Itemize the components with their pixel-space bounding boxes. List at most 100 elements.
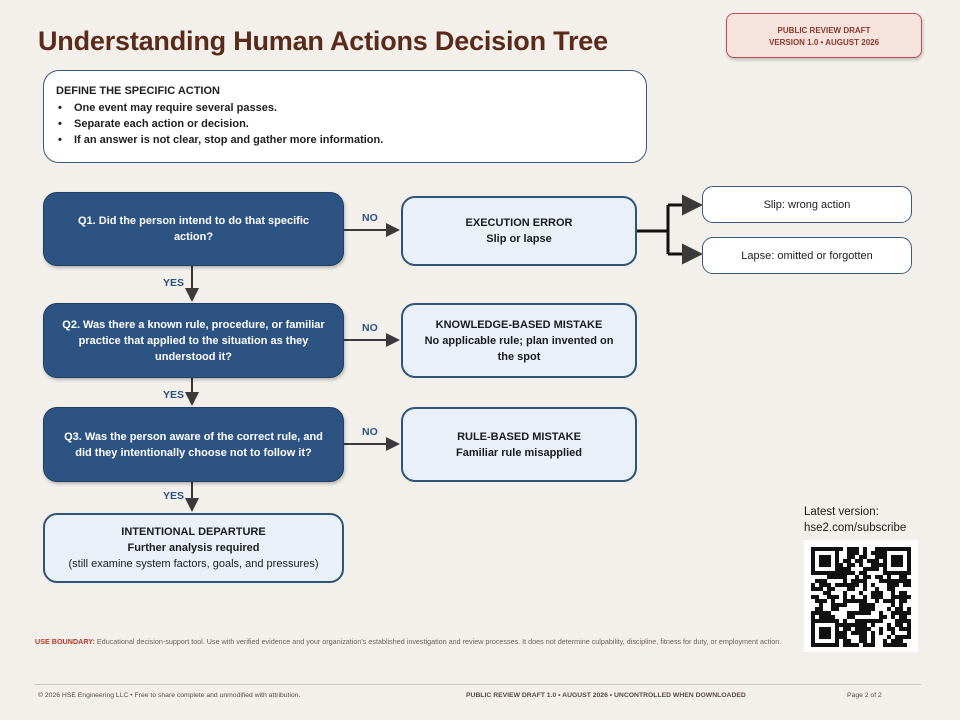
qr-module bbox=[879, 563, 883, 567]
qr-module bbox=[851, 551, 855, 555]
qr-module bbox=[907, 583, 911, 587]
qr-module bbox=[847, 599, 851, 603]
qr-module bbox=[843, 631, 847, 635]
qr-module bbox=[819, 599, 823, 603]
qr-code[interactable] bbox=[804, 540, 918, 652]
qr-module bbox=[843, 635, 847, 639]
qr-module bbox=[851, 555, 855, 559]
qr-module bbox=[819, 611, 823, 615]
qr-module bbox=[871, 623, 875, 627]
qr-module bbox=[887, 571, 891, 575]
qr-module bbox=[859, 631, 863, 635]
qr-module bbox=[839, 603, 843, 607]
qr-module bbox=[823, 559, 827, 563]
qr-module bbox=[879, 555, 883, 559]
qr-module bbox=[847, 623, 851, 627]
qr-module bbox=[867, 607, 871, 611]
qr-module bbox=[827, 635, 831, 639]
qr-module bbox=[903, 627, 907, 631]
qr-module bbox=[867, 559, 871, 563]
qr-module bbox=[815, 607, 819, 611]
qr-module bbox=[835, 559, 839, 563]
footer-draft-notice: PUBLIC REVIEW DRAFT 1.0 • AUGUST 2026 • … bbox=[466, 692, 746, 699]
qr-module bbox=[839, 623, 843, 627]
qr-module bbox=[811, 595, 815, 599]
qr-module bbox=[907, 623, 911, 627]
qr-module bbox=[891, 599, 895, 603]
qr-module bbox=[851, 583, 855, 587]
qr-module bbox=[847, 571, 851, 575]
qr-module bbox=[879, 627, 883, 631]
qr-module bbox=[887, 599, 891, 603]
qr-module bbox=[843, 583, 847, 587]
qr-module bbox=[879, 575, 883, 579]
qr-module bbox=[891, 631, 895, 635]
qr-module bbox=[811, 619, 815, 623]
yes-label-q1: YES bbox=[163, 277, 185, 289]
qr-module bbox=[855, 643, 859, 647]
latest-url[interactable]: hse2.com/subscribe bbox=[804, 522, 907, 534]
qr-module bbox=[827, 591, 831, 595]
define-heading: DEFINE THE SPECIFIC ACTION bbox=[56, 85, 220, 97]
qr-module bbox=[827, 611, 831, 615]
qr-module bbox=[883, 551, 887, 555]
departure-title: INTENTIONAL DEPARTURE bbox=[121, 526, 266, 538]
qr-module bbox=[895, 643, 899, 647]
footer-divider bbox=[35, 684, 921, 685]
qr-module bbox=[855, 579, 859, 583]
question-1: Q1. Did the person intend to do that spe… bbox=[43, 192, 344, 266]
qr-module bbox=[851, 571, 855, 575]
qr-module bbox=[871, 567, 875, 571]
qr-module bbox=[855, 583, 859, 587]
qr-module bbox=[855, 575, 859, 579]
qr-module bbox=[879, 551, 883, 555]
qr-module bbox=[811, 611, 815, 615]
qr-module bbox=[895, 611, 899, 615]
qr-module bbox=[839, 567, 843, 571]
qr-module bbox=[819, 559, 823, 563]
qr-module bbox=[839, 635, 843, 639]
qr-module bbox=[835, 567, 839, 571]
qr-module bbox=[899, 599, 903, 603]
qr-module bbox=[859, 639, 863, 643]
qr-module bbox=[863, 619, 867, 623]
qr-module bbox=[859, 603, 863, 607]
qr-module bbox=[827, 631, 831, 635]
qr-module bbox=[907, 579, 911, 583]
latest-line-1: Latest version: bbox=[804, 506, 879, 518]
qr-module bbox=[867, 619, 871, 623]
qr-module bbox=[831, 643, 835, 647]
qr-module bbox=[851, 547, 855, 551]
qr-module bbox=[847, 583, 851, 587]
qr-module bbox=[823, 611, 827, 615]
qr-module bbox=[843, 619, 847, 623]
departure-line-2: (still examine system factors, goals, an… bbox=[68, 558, 319, 570]
qr-module bbox=[831, 575, 835, 579]
outcome-rule-based-mistake: RULE-BASED MISTAKE Familiar rule misappl… bbox=[401, 407, 637, 482]
qr-module bbox=[903, 583, 907, 587]
qr-module bbox=[811, 627, 815, 631]
qr-module bbox=[903, 635, 907, 639]
qr-module bbox=[899, 547, 903, 551]
qr-module bbox=[891, 595, 895, 599]
qr-module bbox=[827, 643, 831, 647]
qr-module bbox=[827, 575, 831, 579]
qr-module bbox=[875, 551, 879, 555]
qr-module bbox=[859, 607, 863, 611]
qr-module bbox=[863, 603, 867, 607]
qr-module bbox=[907, 571, 911, 575]
qr-module bbox=[827, 587, 831, 591]
qr-module bbox=[891, 587, 895, 591]
qr-module bbox=[811, 563, 815, 567]
qr-module bbox=[843, 559, 847, 563]
qr-module bbox=[859, 579, 863, 583]
qr-module bbox=[871, 607, 875, 611]
qr-module bbox=[855, 623, 859, 627]
qr-module bbox=[879, 547, 883, 551]
qr-module bbox=[847, 563, 851, 567]
leaf-slip: Slip: wrong action bbox=[702, 186, 912, 223]
qr-module bbox=[847, 547, 851, 551]
qr-module bbox=[863, 639, 867, 643]
qr-module bbox=[811, 551, 815, 555]
qr-module bbox=[899, 619, 903, 623]
